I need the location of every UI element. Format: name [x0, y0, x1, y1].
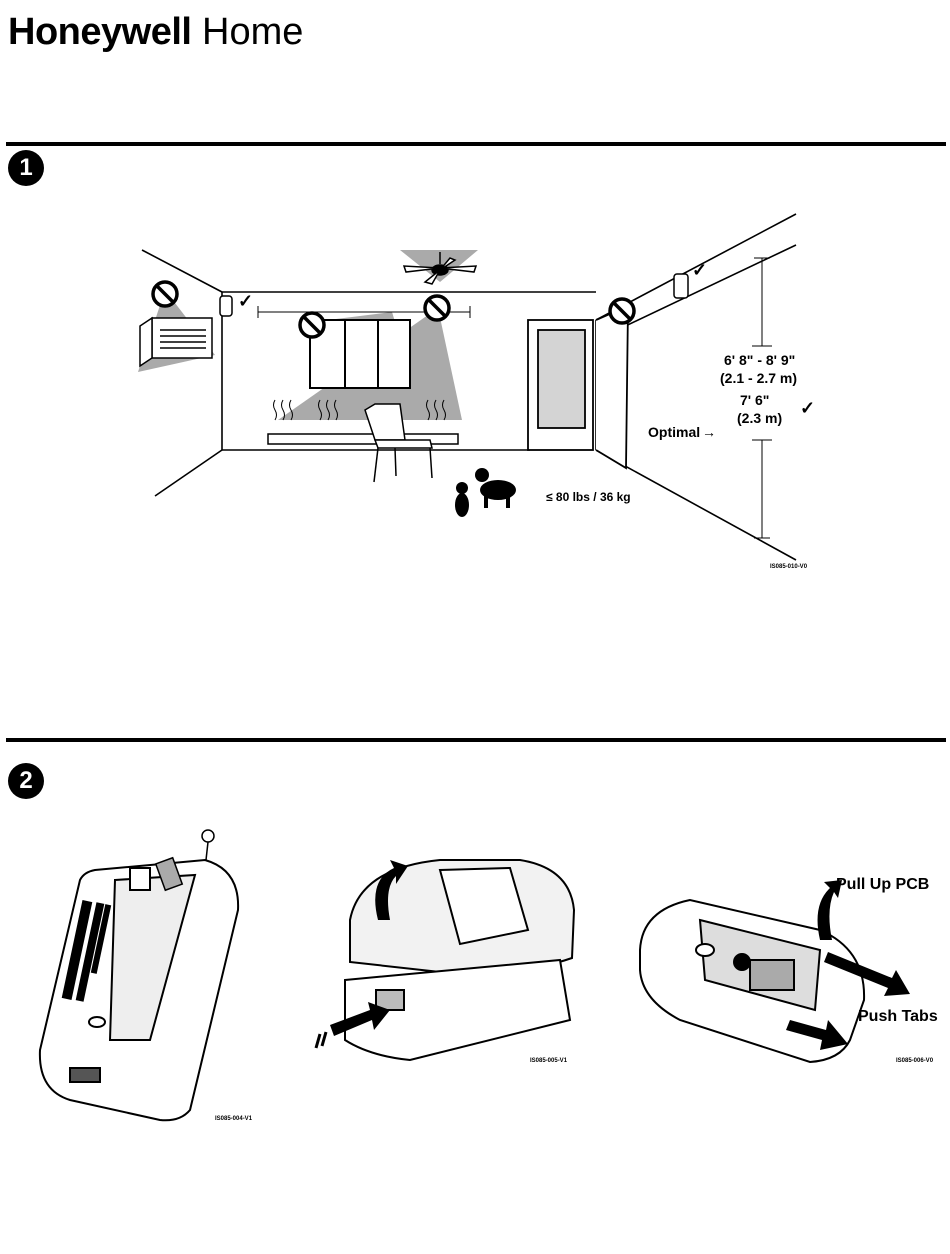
- push-tabs-label: Push Tabs: [858, 1008, 938, 1026]
- figure-code: IS085-006-V0: [896, 1058, 933, 1064]
- pull-up-pcb-label: Pull Up PCB: [836, 876, 929, 894]
- figure-code: IS085-005-V1: [530, 1058, 567, 1064]
- figure-code: IS085-004-V1: [215, 1116, 252, 1122]
